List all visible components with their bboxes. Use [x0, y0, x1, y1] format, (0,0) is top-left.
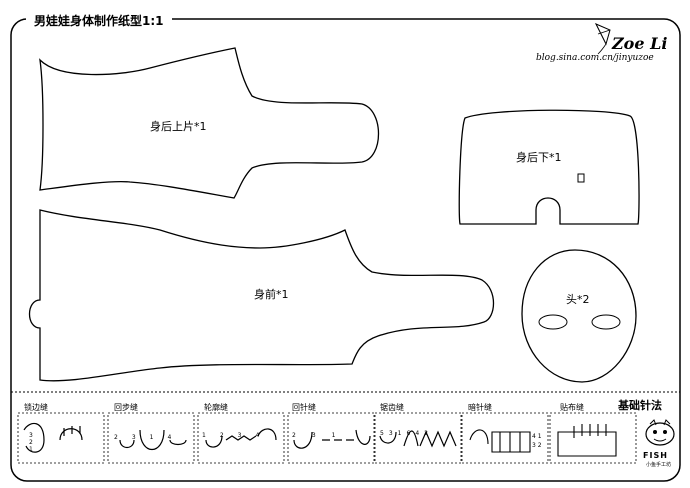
stitch-number: 4 — [415, 430, 420, 437]
stitch-6-numbers: 4 1 3 2 — [532, 432, 542, 450]
fish-logo-subtext: 小鱼手工坊 — [646, 462, 672, 468]
piece-head-outline — [521, 249, 637, 383]
stitch-5-numbers: 5 3 1 6 4 2 — [380, 430, 428, 437]
stitch-number: 3 — [131, 434, 136, 441]
fish-logo-icon — [645, 419, 675, 446]
piece-label-back-upper: 身后上片*1 — [150, 120, 207, 133]
head-eye-right — [591, 314, 621, 330]
fish-logo-text: FISH — [643, 451, 668, 460]
stitch-number: 3 — [311, 432, 316, 439]
sheet-border — [10, 18, 681, 482]
piece-front-outline — [28, 209, 495, 382]
stitch-number: 4 — [167, 434, 172, 441]
stitch-number: 1 — [397, 430, 402, 437]
stitch-number: 5 — [380, 430, 384, 437]
stitch-diagram-3-icon — [205, 428, 277, 448]
brand-name: Zoe Li — [612, 34, 668, 53]
stitch-number: 3 — [29, 432, 33, 439]
stitch-number: 1 — [149, 434, 154, 441]
stitch-label-5: 锯齿缝 — [380, 403, 404, 412]
stitch-4-numbers: 2 3 1 — [292, 432, 335, 439]
stitch-number: 3 — [237, 432, 242, 439]
piece-label-back-lower: 身后下*1 — [516, 151, 562, 164]
stitch-label-7: 贴布缝 — [560, 403, 584, 412]
stitch-number: 3 — [388, 430, 393, 437]
stitch-number: 2 — [424, 430, 428, 437]
stitch-number: 1 — [537, 433, 542, 440]
stitch-diagram-1-icon — [23, 422, 83, 453]
stitch-1-numbers: 3 2 1 — [29, 432, 33, 453]
stitch-diagrams — [17, 412, 637, 464]
page-title: 男娃娃身体制作纸型1:1 — [26, 10, 172, 32]
stitch-number: 1 — [331, 432, 336, 439]
piece-label-front: 身前*1 — [254, 288, 289, 301]
stitch-number: 2 — [29, 439, 33, 446]
stitch-box-5 — [374, 412, 462, 464]
stitch-label-2: 回步缝 — [114, 403, 138, 412]
stitch-diagram-7-icon — [557, 424, 617, 457]
brand-url: blog.sina.com.cn/jinyuzoe — [536, 53, 654, 63]
kite-logo-icon — [594, 23, 611, 55]
stitch-diagram-4-icon — [293, 429, 371, 449]
stitch-label-1: 锁边缝 — [24, 403, 48, 412]
stitch-2-numbers: 2 3 1 4 — [114, 434, 171, 441]
stitch-label-6: 暗针缝 — [468, 403, 492, 412]
stitch-label-4: 回针缝 — [292, 403, 316, 412]
piece-back-lower-outline — [458, 109, 640, 225]
stitch-number: 4 — [255, 432, 260, 439]
stitch-label-3: 轮廓缝 — [204, 403, 228, 412]
stitch-3-numbers: 1 2 3 4 — [202, 432, 259, 439]
stitch-number: 1 — [29, 446, 33, 453]
stitch-number: 2 — [114, 434, 118, 441]
stitch-number: 3 — [532, 442, 536, 449]
stitch-number: 4 — [532, 433, 536, 440]
stitch-diagram-6-icon — [469, 429, 531, 453]
stitch-diagram-2-icon — [119, 429, 187, 450]
stitch-number: 1 — [202, 432, 206, 439]
stitch-number: 6 — [406, 430, 411, 437]
piece-back-lower-notch — [577, 173, 585, 183]
piece-back-upper-outline — [39, 47, 380, 199]
stitch-section-title: 基础针法 — [618, 399, 662, 412]
stitch-number: 2 — [219, 432, 224, 439]
head-eye-left — [538, 314, 568, 330]
stitch-diagram-5-icon — [379, 430, 457, 448]
stitch-number: 2 — [292, 432, 296, 439]
stitch-number: 2 — [537, 442, 542, 449]
piece-label-head: 头*2 — [566, 293, 590, 306]
